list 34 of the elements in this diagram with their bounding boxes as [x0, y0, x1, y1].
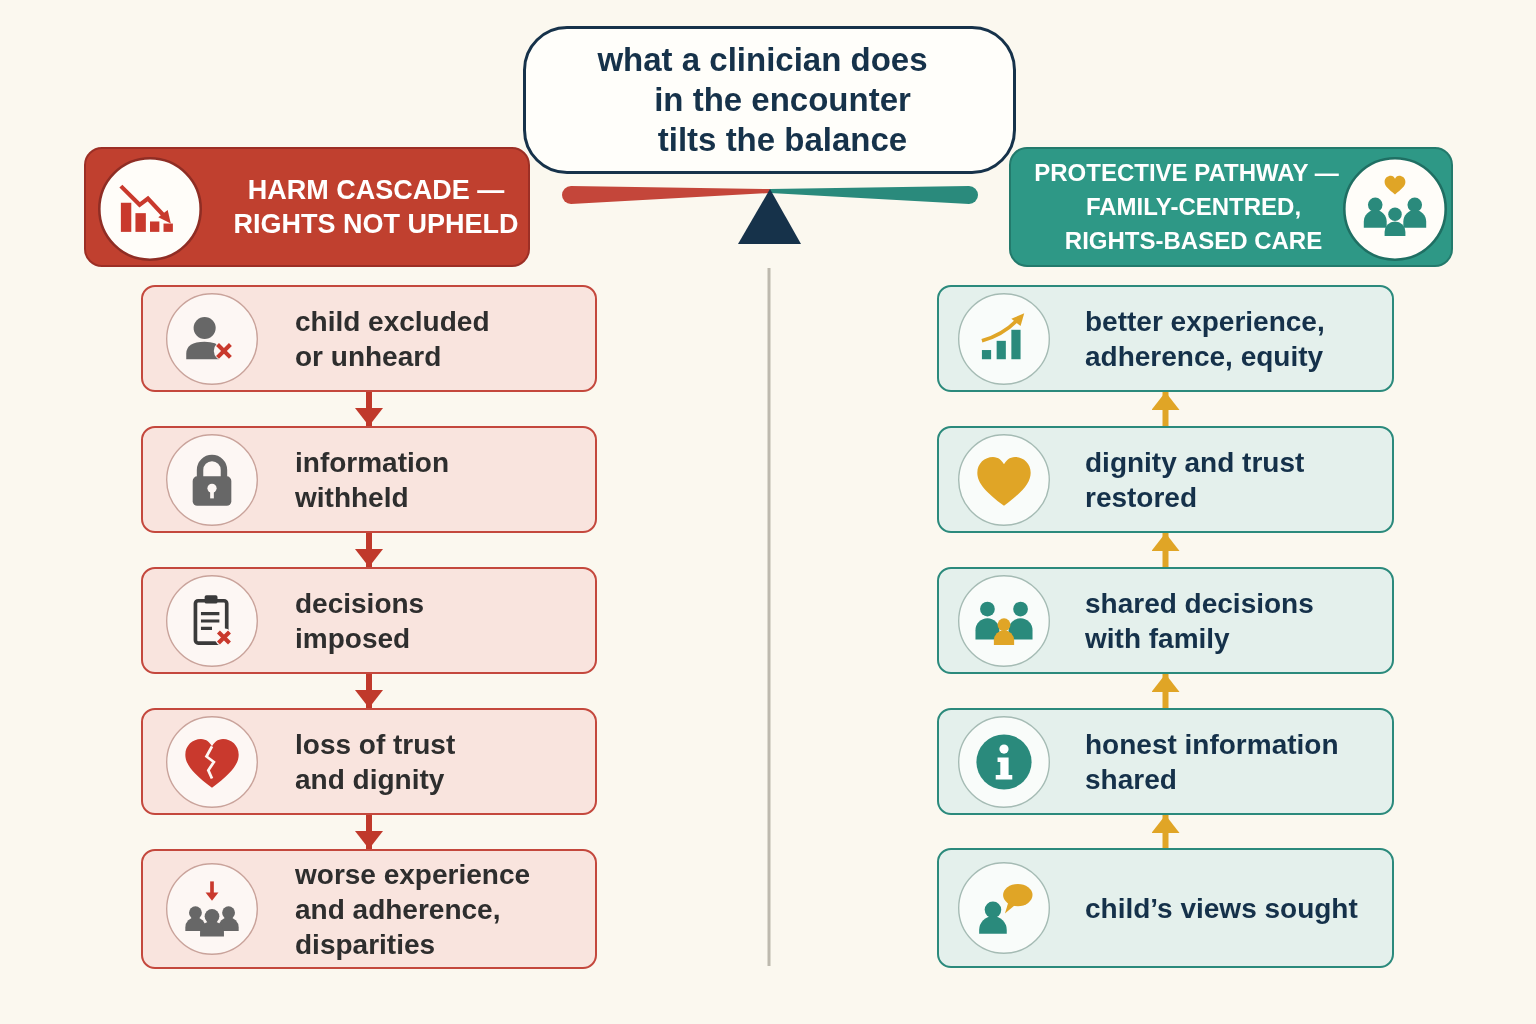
callout-text: what a clinician does in the encounter tilts the balance [597, 41, 928, 158]
step-text: information withheld [295, 446, 449, 513]
step-text: honest information shared [1085, 728, 1339, 795]
step-text: child excluded or unheard [295, 305, 490, 372]
step-box [937, 567, 1394, 674]
step-box [937, 848, 1394, 968]
section-title: HARM CASCADE — RIGHTS NOT UPHELD [233, 175, 519, 239]
step-box [141, 708, 597, 815]
step-text: shared decisions with family [1085, 587, 1314, 654]
step-text: decisions imposed [295, 587, 425, 654]
flow-arrow [1151, 392, 1180, 426]
step-box [937, 426, 1394, 533]
section-title: PROTECTIVE PATHWAY — FAMILY-CENTRED, RIGHTS-BASED CARE [1034, 159, 1339, 254]
flow-arrow [1151, 674, 1180, 708]
step-box [937, 708, 1394, 815]
step-text: worse experience and adherence, disparities [295, 858, 531, 960]
flow-arrow [355, 674, 383, 708]
step-box [141, 567, 597, 674]
step-box [141, 426, 597, 533]
step-box [937, 285, 1394, 392]
step-box [141, 849, 597, 969]
step-text: dignity and trust restored [1085, 446, 1305, 513]
flow-arrow [355, 533, 383, 567]
step-text: better experience, adherence, equity [1085, 305, 1325, 372]
flow-arrow [355, 815, 383, 849]
step-box [141, 285, 597, 392]
flow-arrow [1151, 533, 1180, 567]
section-header [84, 147, 530, 267]
flow-arrow [1151, 815, 1180, 848]
flow-arrow [355, 392, 383, 426]
step-text: loss of trust and dignity [295, 728, 456, 795]
section-header [1009, 147, 1453, 267]
callout-box [523, 26, 1016, 174]
step-text: child’s views sought [1085, 892, 1358, 924]
